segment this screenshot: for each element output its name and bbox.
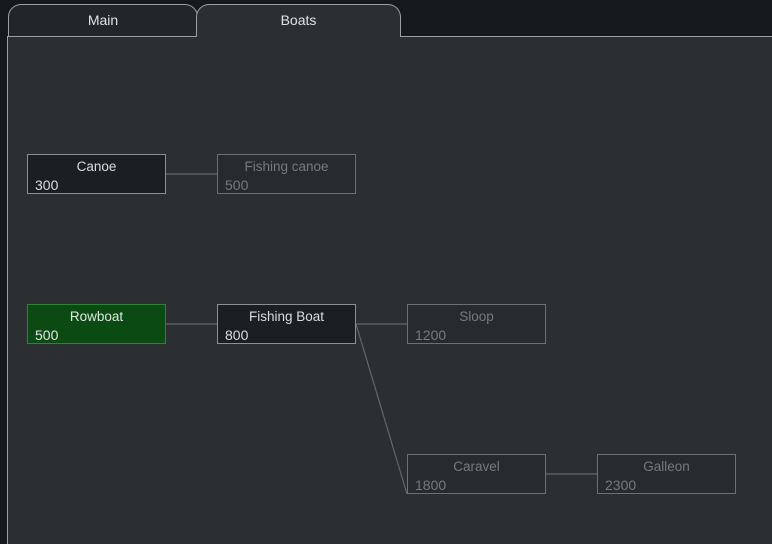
tech-node-title: Canoe — [76, 159, 117, 174]
tech-node-galleon[interactable]: Galleon 2300 — [597, 454, 736, 494]
tech-node-rowboat[interactable]: Rowboat 500 — [27, 304, 166, 344]
tech-node-title: Fishing canoe — [244, 159, 329, 174]
tech-node-canoe[interactable]: Canoe 300 — [27, 154, 166, 194]
tab-label: Boats — [280, 12, 317, 28]
tech-node-fishing-boat[interactable]: Fishing Boat 800 — [217, 304, 356, 344]
tech-node-cost: 1800 — [415, 477, 447, 493]
tech-node-title: Fishing Boat — [248, 309, 325, 324]
tech-node-caravel[interactable]: Caravel 1800 — [407, 454, 546, 494]
tech-node-title: Rowboat — [69, 309, 124, 324]
tech-node-title: Galleon — [643, 459, 690, 474]
tech-node-cost: 500 — [35, 327, 59, 343]
tech-edge-fishing-boat-to-caravel — [355, 323, 408, 495]
tech-node-cost: 800 — [225, 327, 249, 343]
tech-node-cost: 300 — [35, 177, 59, 193]
tech-node-fishing-canoe[interactable]: Fishing canoe 500 — [217, 154, 356, 194]
tech-node-cost: 2300 — [605, 477, 637, 493]
tech-node-title: Sloop — [459, 309, 494, 324]
tech-node-cost: 1200 — [415, 327, 447, 343]
tab-label: Main — [87, 12, 119, 28]
tab-boats[interactable]: Boats — [196, 4, 401, 37]
tech-node-title: Caravel — [453, 459, 500, 474]
tab-main[interactable]: Main — [8, 4, 198, 38]
tech-node-cost: 500 — [225, 177, 249, 193]
tab-bar: Main Boats — [0, 0, 772, 38]
tech-node-sloop[interactable]: Sloop 1200 — [407, 304, 546, 344]
